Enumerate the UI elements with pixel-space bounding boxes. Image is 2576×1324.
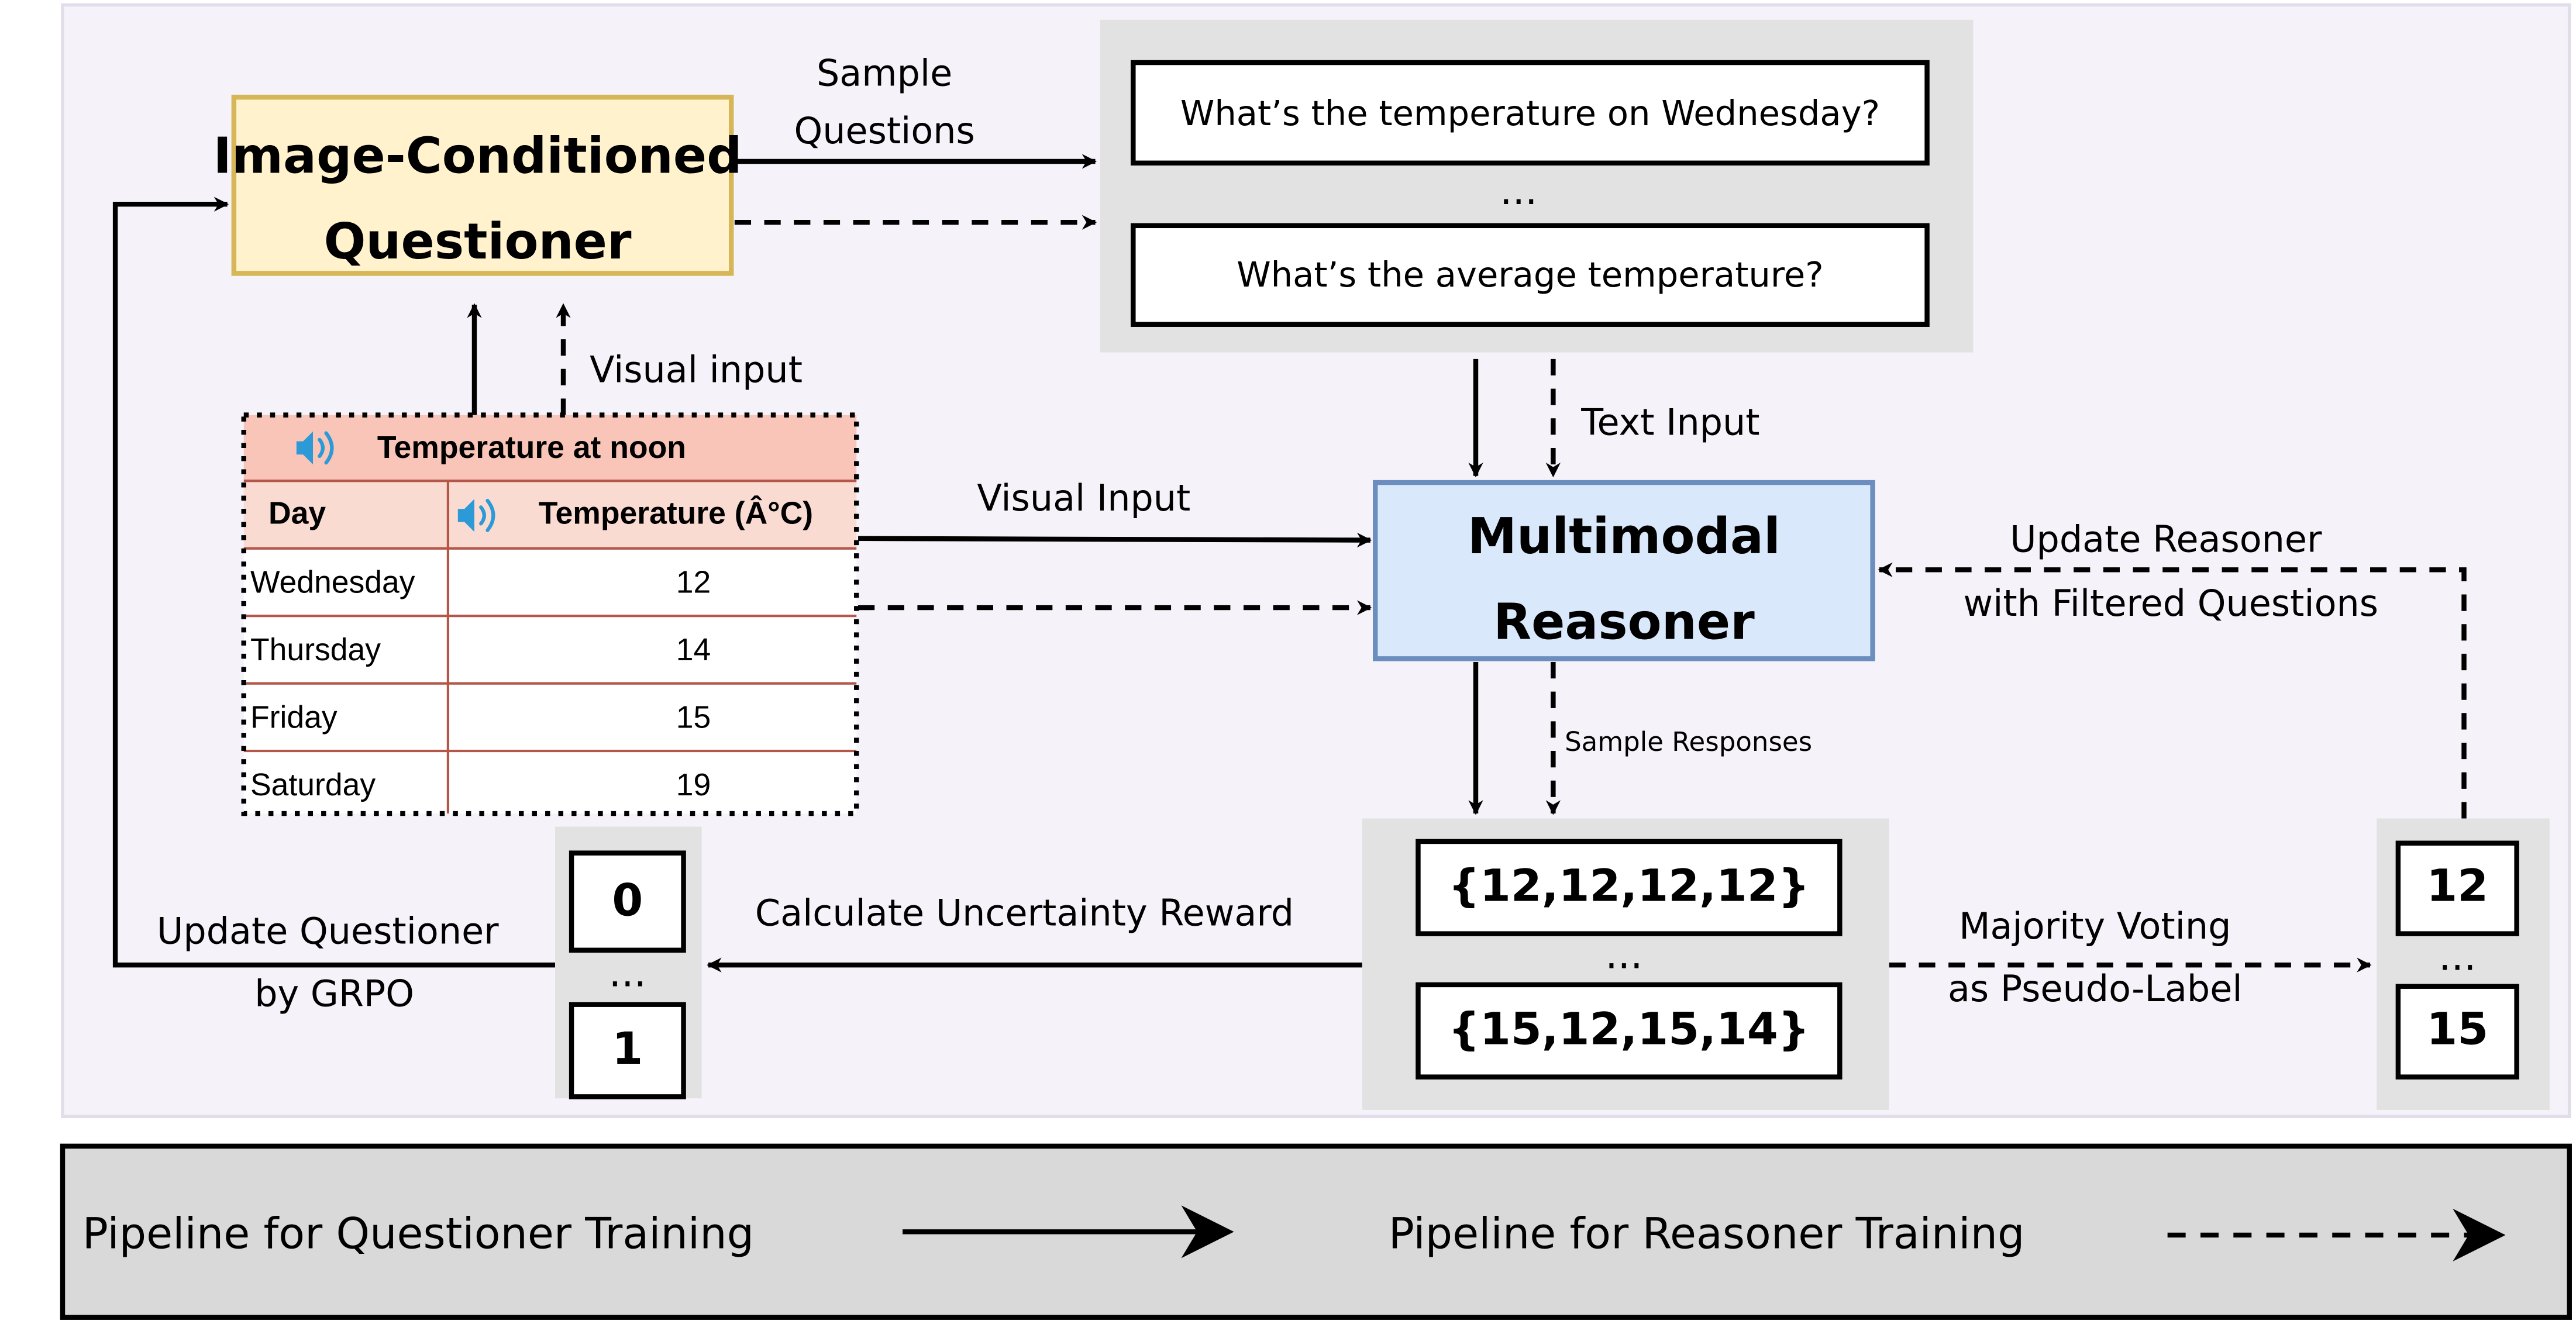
label-sample-responses: Sample Responses <box>1565 726 1812 757</box>
table-cell-temp: 15 <box>676 701 711 735</box>
table-col-temp: Temperature (Â°C) <box>539 495 813 530</box>
response-1-text: {12,12,12,12} <box>1448 859 1810 911</box>
questioner-box: Image-Conditioned Questioner <box>213 94 742 276</box>
questioner-title-line2: Questioner <box>324 213 632 270</box>
label-calc-reward: Calculate Uncertainty Reward <box>755 892 1294 935</box>
table-cell-day: Thursday <box>250 633 381 667</box>
reward-box-0 <box>569 850 686 953</box>
response-box-1 <box>1416 839 1843 936</box>
label-update-questioner-2: by GRPO <box>254 973 414 1015</box>
label-sample-questions-1: Sample <box>817 52 952 94</box>
question-2-text: What’s the average temperature? <box>1237 254 1823 295</box>
reward-0-text: 0 <box>612 874 643 926</box>
reward-box-1 <box>569 1002 686 1099</box>
legend-reasoner-label: Pipeline for Reasoner Training <box>1389 1209 2025 1259</box>
label-sample-questions-2: Questions <box>794 110 974 152</box>
response-2-text: {15,12,15,14} <box>1448 1002 1810 1054</box>
reward-1-text: 1 <box>612 1022 643 1074</box>
label-update-questioner-1: Update Questioner <box>157 911 499 953</box>
label-update-reasoner-1: Update Reasoner <box>2010 518 2322 560</box>
table-cell-temp: 19 <box>676 768 711 802</box>
table-cell-day: Wednesday <box>250 566 415 600</box>
reasoner-title-line2: Reasoner <box>1493 594 1755 651</box>
table-cell-temp: 12 <box>676 566 711 600</box>
legend-questioner-label: Pipeline for Questioner Training <box>82 1209 754 1259</box>
table-cell-temp: 14 <box>676 633 711 667</box>
reasoner-title-line1: Multimodal <box>1468 508 1781 565</box>
table-cell-day: Friday <box>250 701 338 735</box>
response-box-2 <box>1416 982 1843 1080</box>
label-visual-input-big: Visual Input <box>977 477 1190 519</box>
table-title: Temperature at noon <box>377 430 686 465</box>
arrow-visual-input-reasoner-solid <box>858 532 1372 548</box>
questions-ellipsis: ... <box>1500 167 1537 213</box>
reasoner-box: Multimodal Reasoner <box>1373 480 1875 661</box>
label-update-reasoner-2: with Filtered Questions <box>1964 582 2379 625</box>
questioner-title-line1: Image-Conditioned <box>213 127 742 185</box>
temperature-table: Temperature at noon Day Temperature (Â°C… <box>241 412 859 816</box>
label-majority-voting-2: as Pseudo-Label <box>1948 968 2243 1010</box>
label-majority-voting-1: Majority Voting <box>1959 905 2231 947</box>
pseudo-label-12-text: 12 <box>2426 859 2488 911</box>
question-box-1 <box>1131 60 1930 166</box>
pseudo-label-box-15 <box>2395 984 2519 1080</box>
pseudo-labels-ellipsis: ... <box>2439 933 2476 980</box>
arrow-update-questioner <box>112 196 555 968</box>
legend: Pipeline for Questioner Training Pipelin… <box>60 1143 2572 1320</box>
question-1-text: What’s the temperature on Wednesday? <box>1180 93 1880 133</box>
pseudo-label-15-text: 15 <box>2426 1002 2488 1054</box>
pseudo-label-box-12 <box>2395 840 2519 936</box>
responses-ellipsis: ... <box>1605 932 1642 978</box>
label-text-input: Text Input <box>1580 401 1759 443</box>
table-cell-day: Saturday <box>250 768 376 802</box>
question-box-2 <box>1131 223 1930 327</box>
table-col-day: Day <box>268 496 326 530</box>
arrow-update-reasoner <box>1878 562 2467 819</box>
rewards-ellipsis: ... <box>609 950 646 996</box>
label-visual-input-small: Visual input <box>590 349 803 391</box>
